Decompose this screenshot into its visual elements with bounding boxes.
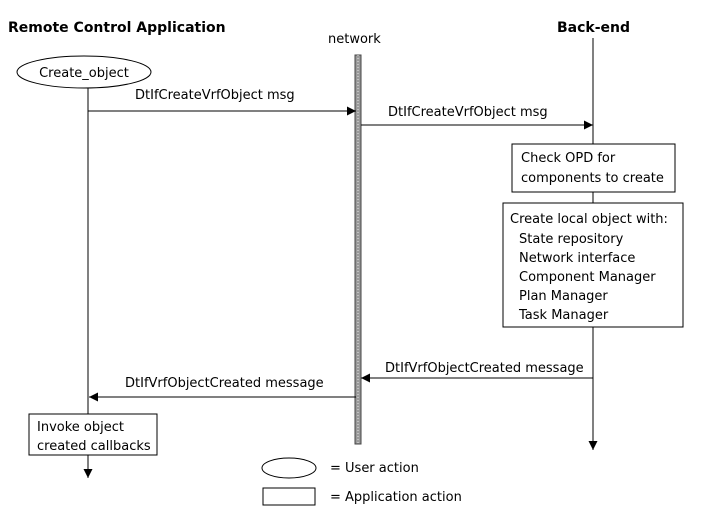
create-local-line-5: Plan Manager	[519, 289, 608, 304]
message-4-label: DtIfVrfObjectCreated message	[125, 376, 324, 391]
create-local-line-4: Component Manager	[519, 270, 656, 285]
legend-ellipse	[261, 457, 317, 479]
check-opd-box	[511, 143, 676, 193]
header-back-end: Back-end	[557, 20, 630, 36]
header-network: network	[328, 32, 381, 47]
header-remote-control-application: Remote Control Application	[8, 20, 226, 36]
create-local-line-6: Task Manager	[518, 308, 609, 323]
user-action-ellipse	[16, 55, 152, 89]
user-action-label: Create_object	[39, 66, 129, 81]
create-local-line-2: State repository	[519, 232, 624, 247]
legend-rectangle	[262, 487, 316, 506]
create-local-line-3: Network interface	[519, 251, 635, 266]
message-2-label: DtIfCreateVrfObject msg	[388, 105, 548, 120]
legend-user-action: = User action	[330, 461, 419, 476]
create-local-object-box	[502, 202, 684, 328]
check-opd-line-2: components to create	[521, 171, 664, 186]
check-opd-line-1: Check OPD for	[521, 151, 616, 166]
invoke-line-1: Invoke object	[37, 420, 124, 435]
message-3-label: DtIfVrfObjectCreated message	[385, 361, 584, 376]
invoke-line-2: created callbacks	[37, 439, 151, 454]
legend-application-action: = Application action	[330, 490, 462, 505]
message-1-label: DtIfCreateVrfObject msg	[135, 88, 295, 103]
create-local-line-1: Create local object with:	[510, 212, 668, 227]
invoke-callbacks-box	[28, 413, 158, 456]
